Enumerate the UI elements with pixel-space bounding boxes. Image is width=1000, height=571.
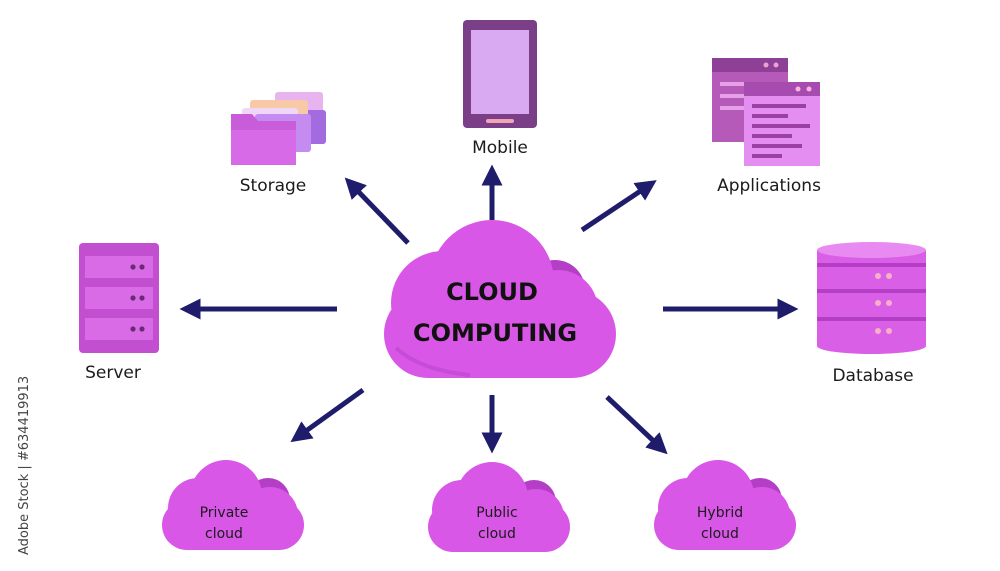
applications-label: Applications — [717, 176, 821, 196]
arrows — [179, 164, 799, 455]
database-label: Database — [832, 366, 913, 386]
arrow-to-hybrid-cloud — [605, 395, 668, 455]
storage-label: Storage — [240, 176, 307, 196]
hybrid-cloud-label-line2: cloud — [701, 526, 739, 542]
server-label: Server — [85, 363, 141, 383]
hybrid-cloud-label-line1: Hybrid — [697, 505, 743, 521]
database-icon — [817, 242, 926, 354]
center-title-line1: CLOUD — [446, 278, 538, 306]
folder-icon — [231, 92, 326, 165]
arrow-to-applications — [580, 180, 657, 233]
mobile-label: Mobile — [472, 138, 528, 158]
arrow-to-storage — [344, 177, 410, 245]
arrow-to-private-cloud — [290, 387, 365, 443]
public-cloud-label-line2: cloud — [478, 526, 516, 542]
center-title-line2: COMPUTING — [413, 319, 577, 347]
public-cloud-icon — [428, 462, 570, 552]
hybrid-cloud-icon — [654, 460, 796, 550]
application-windows-icon — [712, 58, 820, 166]
private-cloud-icon — [162, 460, 304, 550]
private-cloud-label-line2: cloud — [205, 526, 243, 542]
mobile-phone-icon — [463, 20, 537, 128]
private-cloud-label-line1: Private — [200, 505, 249, 521]
public-cloud-label-line1: Public — [476, 505, 517, 521]
stock-watermark: Adobe Stock | #634419913 — [17, 376, 32, 555]
server-icon — [79, 243, 159, 353]
central-cloud-icon — [384, 220, 616, 378]
